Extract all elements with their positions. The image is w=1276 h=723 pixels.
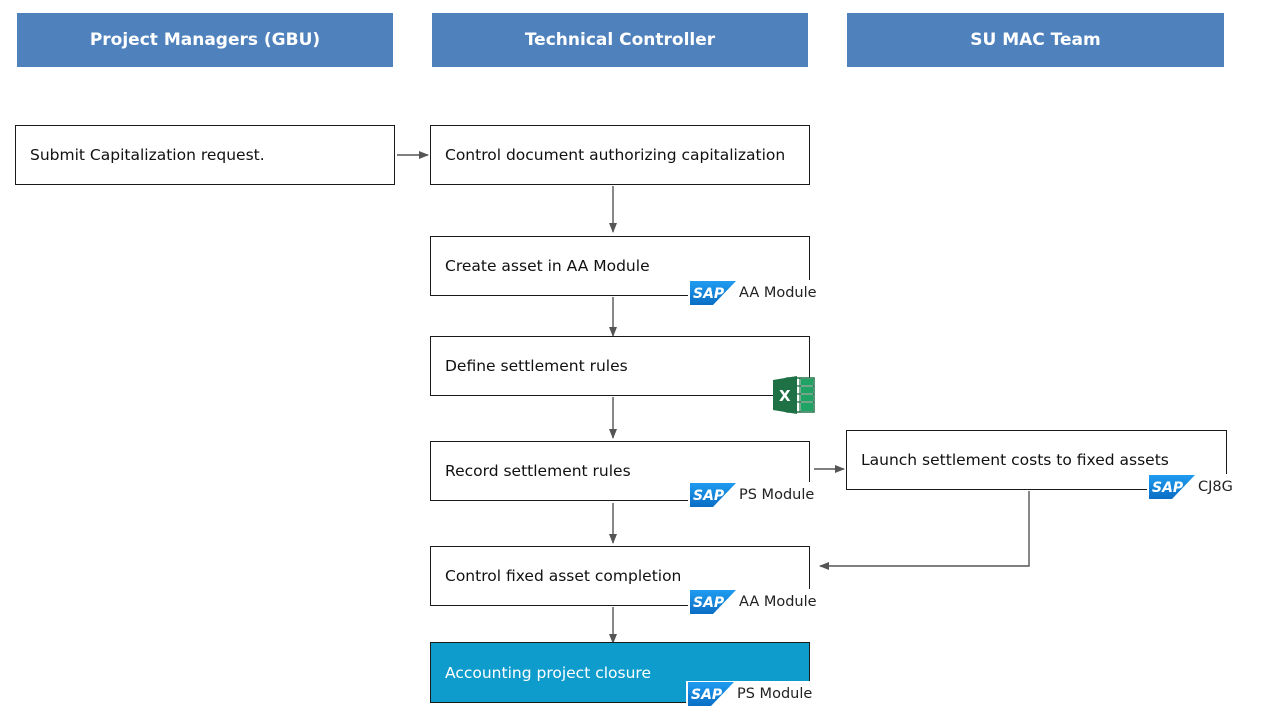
sap-logo-icon: SAP <box>1149 475 1195 499</box>
sap-logo-text: SAP <box>693 286 725 302</box>
sap-logo-icon: SAP <box>690 483 736 507</box>
step-label: Launch settlement costs to fixed assets <box>861 451 1169 469</box>
step-submit-capitalization-request: Submit Capitalization request. <box>15 125 395 185</box>
step-label: Control fixed asset completion <box>445 567 682 585</box>
sap-logo-text: SAP <box>691 687 723 703</box>
sap-logo-text: SAP <box>693 488 725 504</box>
module-label: PS Module <box>739 487 815 503</box>
sap-logo-icon: SAP <box>690 590 736 614</box>
step-define-settlement-rules: Define settlement rules <box>430 336 810 396</box>
svg-text:X: X <box>779 387 791 405</box>
sap-tag-launch-costs: SAP CJ8G <box>1147 474 1237 500</box>
step-accounting-project-closure: Accounting project closure <box>430 642 810 703</box>
arrow-launch-costs-to-control-completion <box>819 491 1030 570</box>
sap-logo-icon: SAP <box>690 281 736 305</box>
lane-title: SU MAC Team <box>970 30 1101 50</box>
sap-logo-text: SAP <box>1152 480 1184 496</box>
module-label: PS Module <box>737 686 813 702</box>
step-label: Record settlement rules <box>445 462 631 480</box>
sap-logo-icon: SAP <box>688 682 734 706</box>
lane-header-technical-controller: Technical Controller <box>432 13 808 67</box>
step-label: Submit Capitalization request. <box>30 146 265 164</box>
sap-tag-closure: SAP PS Module <box>686 681 817 707</box>
step-label: Control document authorizing capitalizat… <box>445 146 786 164</box>
module-label: AA Module <box>739 594 817 610</box>
step-label: Define settlement rules <box>445 357 628 375</box>
lane-title: Project Managers (GBU) <box>89 30 321 50</box>
step-control-document: Control document authorizing capitalizat… <box>430 125 810 185</box>
lane-header-project-managers: Project Managers (GBU) <box>17 13 393 67</box>
lane-title: Technical Controller <box>524 30 716 50</box>
lane-header-su-mac-team: SU MAC Team <box>847 13 1224 67</box>
step-label: Accounting project closure <box>445 663 651 682</box>
sap-tag-record-rules: SAP PS Module <box>688 482 819 508</box>
sap-logo-text: SAP <box>693 595 725 611</box>
module-label: AA Module <box>739 285 817 301</box>
sap-tag-create-asset: SAP AA Module <box>688 280 821 306</box>
module-label: CJ8G <box>1198 479 1233 495</box>
step-label: Create asset in AA Module <box>445 257 650 275</box>
excel-icon: X <box>773 376 815 414</box>
sap-tag-control-completion: SAP AA Module <box>688 589 821 615</box>
